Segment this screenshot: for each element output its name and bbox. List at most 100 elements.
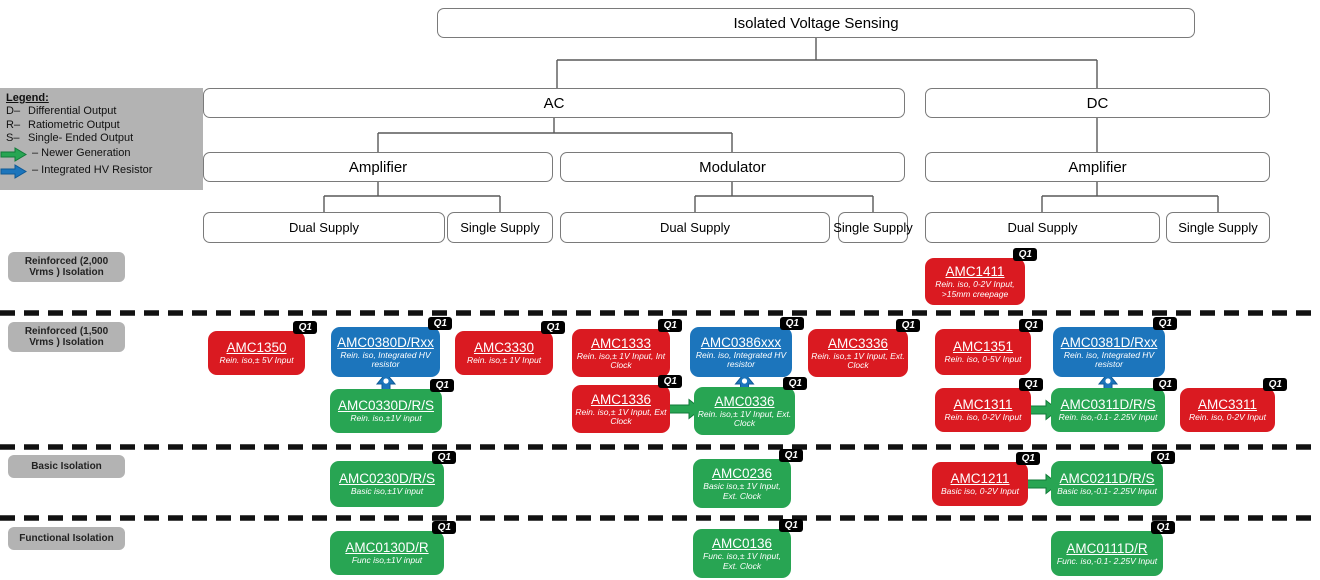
product-name-link[interactable]: AMC0111D/R bbox=[1066, 540, 1148, 556]
product-name-link[interactable]: AMC1211 bbox=[950, 471, 1010, 487]
q1-badge: Q1 bbox=[1015, 452, 1040, 465]
product-name-link[interactable]: AMC0311D/R/S bbox=[1060, 397, 1156, 413]
product-description: Rein. iso,±1V input bbox=[350, 413, 422, 424]
product-name-link[interactable]: AMC1336 bbox=[590, 391, 652, 407]
row-label-text: Functional Isolation bbox=[19, 532, 114, 544]
product-name-link[interactable]: AMC1411 bbox=[945, 264, 1005, 279]
q1-badge: Q1 bbox=[1018, 319, 1043, 332]
node-label: Single Supply bbox=[833, 220, 913, 235]
q1-badge: Q1 bbox=[657, 375, 682, 388]
product-name-link[interactable]: AMC1333 bbox=[590, 335, 652, 351]
q1-badge: Q1 bbox=[540, 321, 565, 334]
legend-label: – Newer Generation bbox=[32, 147, 131, 160]
product-name-link[interactable]: AMC0380D/Rxx bbox=[337, 334, 434, 350]
row-label-text: Basic Isolation bbox=[31, 460, 102, 472]
row-label-reinforced-2000: Reinforced (2,000 Vrms ) Isolation bbox=[8, 252, 125, 282]
q1-badge: Q1 bbox=[1262, 378, 1287, 391]
legend-abbr: R– bbox=[6, 118, 21, 131]
product-description: Basic iso,-0.1- 2.25V Input bbox=[1057, 485, 1157, 496]
product-name-link[interactable]: AMC3311 bbox=[1197, 397, 1258, 413]
product-name-link[interactable]: AMC0386xxx bbox=[700, 334, 782, 350]
product-name-link[interactable]: AMC3330 bbox=[473, 340, 535, 356]
product-description: Rein. iso,± 1V Input, Ext Clock bbox=[575, 406, 667, 426]
legend-label: Differential Output bbox=[28, 105, 117, 117]
node-dc: DC bbox=[925, 88, 1270, 118]
product-description: Rein. iso,± 1V Input, Int Clock bbox=[576, 350, 666, 370]
product-description: Rein. iso,± 5V Input bbox=[219, 355, 294, 366]
product-name-link[interactable]: AMC3336 bbox=[827, 335, 889, 351]
legend-abbr: S– bbox=[6, 132, 20, 144]
product-description: Rein. iso, 0-2V Input bbox=[944, 412, 1022, 423]
product-name-link[interactable]: AMC0211D/R/S bbox=[1059, 470, 1155, 486]
legend-label: Single- Ended Output bbox=[28, 132, 134, 144]
product-name-link[interactable]: AMC1350 bbox=[226, 340, 287, 356]
product-name-link[interactable]: AMC0130D/R bbox=[345, 540, 429, 556]
product-name-link[interactable]: AMC1311 bbox=[953, 397, 1013, 413]
product-name-link[interactable]: AMC0230D/R/S bbox=[338, 471, 436, 487]
q1-badge: Q1 bbox=[779, 317, 804, 330]
node-label: Single Supply bbox=[460, 220, 540, 235]
row-label-text: Reinforced (2,000 Vrms ) Isolation bbox=[24, 255, 109, 279]
product-description: Rein. iso,± 1V Input bbox=[466, 355, 542, 366]
q1-badge: Q1 bbox=[895, 319, 920, 332]
product-name-link[interactable]: AMC0381D/Rxx bbox=[1060, 334, 1158, 350]
q1-badge: Q1 bbox=[427, 317, 452, 330]
node-ac-amplifier: Amplifier bbox=[203, 152, 553, 182]
arrow-dot bbox=[1105, 378, 1111, 384]
product-description: Rein. iso, 0-2V Input, >15mm creepage bbox=[935, 279, 1015, 299]
arrow-dot bbox=[741, 378, 748, 384]
product-description: Basic iso, 0-2V Input bbox=[941, 486, 1019, 497]
row-label-basic-isolation: Basic Isolation bbox=[8, 455, 125, 478]
node-ac-modulator: Modulator bbox=[560, 152, 905, 182]
node-label: Amplifier bbox=[348, 158, 408, 176]
product-description: Rein. iso,-0.1- 2.25V Input bbox=[1058, 412, 1158, 423]
newer-generation-arrow-icon bbox=[0, 146, 28, 163]
row-label-reinforced-1500: Reinforced (1,500 Vrms ) Isolation bbox=[8, 322, 125, 352]
product-name-link[interactable]: AMC0330D/R/S bbox=[337, 398, 435, 414]
q1-badge: Q1 bbox=[1150, 451, 1175, 464]
node-ac-amp-single-supply: Single Supply bbox=[447, 212, 553, 243]
row-label-text: Reinforced (1,500 Vrms ) Isolation bbox=[24, 325, 109, 349]
product-description: Rein. iso, 0-2V Input bbox=[1188, 412, 1266, 423]
product-description: Rein. iso,± 1V Input, Ext. Clock bbox=[697, 408, 792, 428]
q1-badge: Q1 bbox=[1152, 378, 1177, 391]
legend-label: – Integrated HV Resistor bbox=[32, 164, 153, 177]
node-label: Amplifier bbox=[1068, 158, 1127, 176]
product-name-link[interactable]: AMC0336 bbox=[714, 393, 775, 409]
product-name-link[interactable]: AMC0236 bbox=[711, 466, 773, 481]
row-label-functional-isolation: Functional Isolation bbox=[8, 527, 125, 550]
legend-title: Legend: bbox=[6, 92, 49, 104]
node-root-label: Isolated Voltage Sensing bbox=[733, 14, 899, 32]
product-description: Func. iso,± 1V Input, Ext. Clock bbox=[703, 551, 781, 571]
product-name-link[interactable]: AMC1351 bbox=[952, 339, 1014, 355]
product-name-link[interactable]: AMC0136 bbox=[711, 536, 773, 551]
node-ac-amp-dual-supply: Dual Supply bbox=[203, 212, 445, 243]
q1-badge: Q1 bbox=[431, 451, 456, 464]
product-description: Rein. iso, 0-5V Input bbox=[944, 354, 1022, 365]
product-description: Func. iso,-0.1- 2.25V Input bbox=[1056, 555, 1158, 566]
node-label: Modulator bbox=[699, 158, 766, 176]
